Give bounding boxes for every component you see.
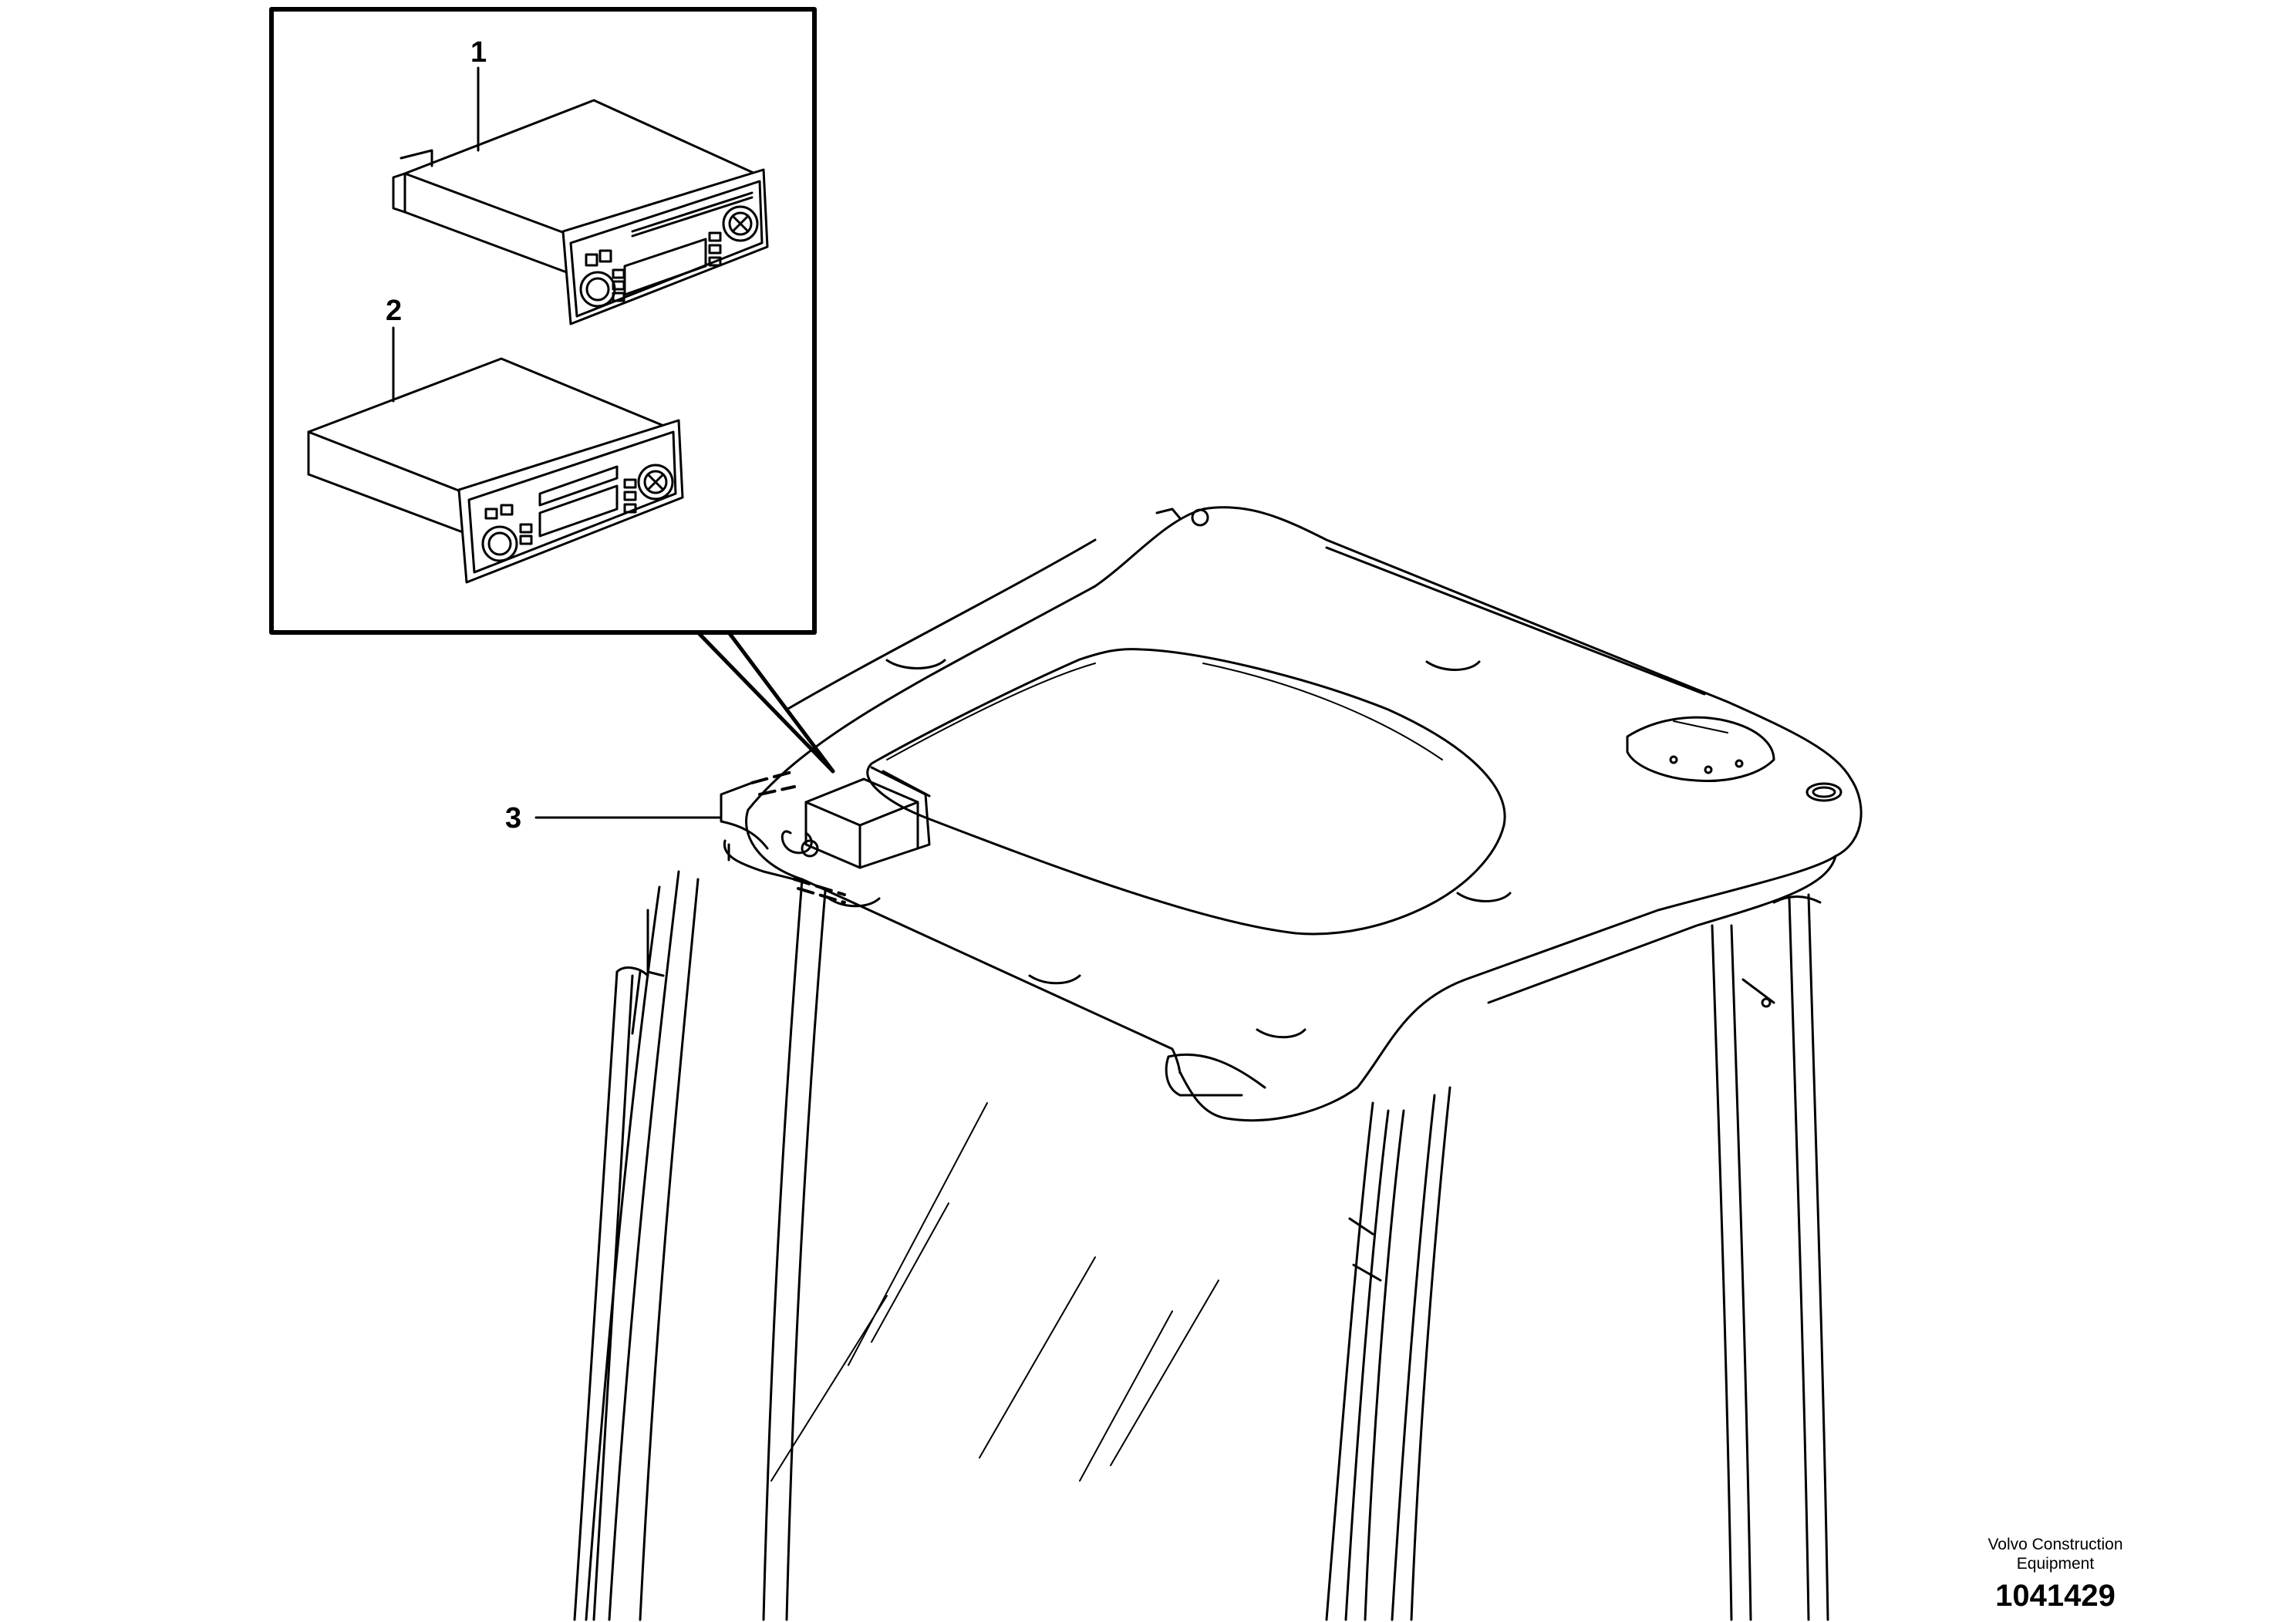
callout-1: 1 (470, 36, 487, 69)
drawing-number: 1041429 (1995, 1579, 2116, 1613)
roof-inner-panel (866, 648, 1506, 936)
drawing-credit: Volvo Construction Equipment 1041429 (1944, 1535, 2167, 1615)
antenna-assembly (720, 766, 931, 904)
company-name-line1: Volvo Construction (1988, 1536, 2123, 1553)
detail-inset (269, 7, 835, 774)
cab-rear-pillar (1325, 1101, 1374, 1621)
cab-illustration (573, 506, 1863, 1621)
cab-roof-outline (747, 506, 1863, 1122)
cab-front-pillar (585, 885, 661, 1621)
radio-unit-cd (392, 99, 769, 325)
company-name-line2: Equipment (2016, 1555, 2095, 1573)
radio-unit-cassette (307, 357, 684, 584)
callout-3: 3 (505, 802, 521, 835)
callout-2: 2 (386, 295, 402, 327)
